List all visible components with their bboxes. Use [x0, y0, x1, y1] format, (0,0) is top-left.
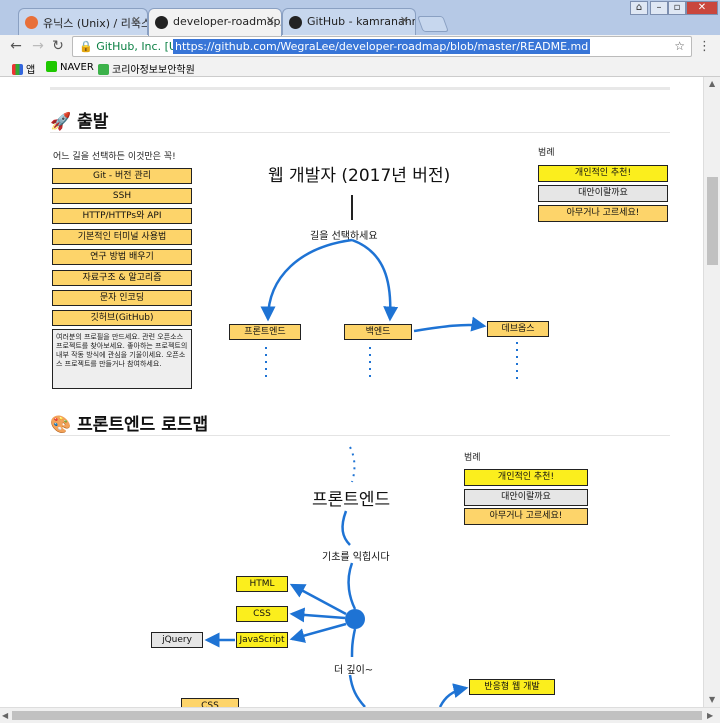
arrow-js	[289, 622, 347, 643]
javascript-item: JavaScript	[236, 632, 288, 648]
maximize-button[interactable]: ▫	[668, 1, 686, 15]
back-icon[interactable]: ←	[10, 38, 22, 54]
dots-top	[349, 446, 356, 483]
bookmark-korea-security[interactable]: 코리아정보보안학원	[98, 61, 195, 76]
arrow-html	[289, 583, 347, 616]
secure-badge[interactable]: 🔒 GitHub, Inc. [US]	[79, 40, 189, 53]
legend-title: 범례	[464, 453, 481, 463]
legend-alternative: 대안이랄까요	[538, 185, 668, 202]
legend-alternative: 대안이랄까요	[464, 489, 588, 506]
path-devops: 데브옵스	[487, 321, 549, 337]
close-tab-icon[interactable]: ✕	[265, 14, 275, 27]
close-window-button[interactable]: ✕	[686, 1, 718, 15]
tab-label: GitHub - kamranahmed	[307, 15, 415, 28]
line-to-hub	[347, 562, 357, 610]
tab-label: 유닉스 (Unix) / 리눅스	[43, 17, 148, 30]
path-backend: 백엔드	[344, 324, 412, 340]
path-frontend: 프론트엔드	[229, 324, 301, 340]
bookmark-naver[interactable]: NAVER	[46, 61, 94, 73]
arrow-responsive	[438, 683, 469, 707]
tab-unix[interactable]: 유닉스 (Unix) / 리눅스 ✕	[18, 8, 148, 36]
tab-readme[interactable]: developer-roadmap/REA ✕	[148, 8, 282, 36]
arrow-devops	[413, 316, 487, 333]
legend-personal: 개인적인 추천!	[464, 469, 588, 486]
line-deeper-down	[348, 674, 366, 707]
site-favicon-icon	[25, 16, 38, 29]
roadmap-connectors	[204, 195, 518, 707]
bookmark-apps[interactable]: 앱	[12, 61, 35, 76]
reload-icon[interactable]: ↻	[52, 38, 64, 54]
hub-node	[345, 609, 365, 629]
page-content: 🚀 출발 어느 길을 선택하든 이것만은 꼭! Git - 버전 관리 SSH …	[0, 77, 703, 707]
url-text[interactable]: https://github.com/WegraLee/developer-ro…	[173, 39, 591, 54]
rocket-icon: 🚀	[50, 112, 78, 132]
basic-item: Git - 버전 관리	[52, 168, 192, 184]
basic-item: 깃허브(GitHub)	[52, 310, 192, 326]
legend-personal: 개인적인 추천!	[538, 165, 668, 182]
tab-strip: 유닉스 (Unix) / 리눅스 ✕ developer-roadmap/REA…	[0, 0, 720, 36]
address-bar[interactable]: 🔒 GitHub, Inc. [US] https://github.com/W…	[72, 36, 692, 57]
tab-github[interactable]: GitHub - kamranahmed ✕	[282, 8, 416, 36]
github-note: 여러분의 프로필을 만드세요. 관련 오픈소스 프로젝트를 찾아보세요. 좋아하…	[52, 329, 192, 389]
heading-rule	[50, 132, 670, 133]
legend-title: 범례	[538, 148, 555, 158]
new-tab-button[interactable]	[417, 16, 449, 32]
palette-icon: 🎨	[50, 415, 78, 435]
choose-path-label: 길을 선택하세요	[310, 231, 378, 242]
github-icon	[289, 16, 302, 29]
site-icon	[98, 64, 109, 75]
line-to-basics	[341, 510, 351, 546]
section-heading-start: 🚀 출발	[50, 112, 109, 132]
github-icon	[155, 16, 168, 29]
horizontal-scroll-thumb[interactable]	[12, 711, 702, 720]
basic-item: 기본적인 터미널 사용법	[52, 229, 192, 245]
tab-label: developer-roadmap/REA	[173, 15, 281, 28]
naver-icon	[46, 61, 57, 72]
toolbar: ← → ↻ 🔒 GitHub, Inc. [US] https://github…	[0, 35, 720, 59]
section-heading-frontend: 🎨 프론트엔드 로드맵	[50, 415, 209, 435]
close-tab-icon[interactable]: ✕	[131, 14, 141, 27]
css-item: CSS	[236, 606, 288, 622]
basic-item: SSH	[52, 188, 192, 204]
deeper-label: 더 깊이~	[334, 665, 374, 676]
legend-any: 아무거나 고르세요!	[464, 508, 588, 525]
css-advanced-item: CSS	[181, 698, 239, 707]
html-item: HTML	[236, 576, 288, 592]
minimize-button[interactable]: –	[650, 1, 668, 15]
bookmarks-bar: 앱 NAVER 코리아정보보안학원	[0, 59, 720, 77]
arrow-frontend	[260, 238, 353, 322]
basic-item: 연구 방법 배우기	[52, 249, 192, 265]
user-button[interactable]: ⌂	[630, 1, 648, 15]
arrow-backend	[351, 238, 399, 322]
horizontal-scrollbar[interactable]: ◀ ▶	[0, 707, 720, 723]
basic-item: 문자 인코딩	[52, 290, 192, 306]
basic-item: HTTP/HTTPs와 API	[52, 208, 192, 224]
responsive-item: 반응형 웹 개발	[469, 679, 555, 695]
roadmap-title: 웹 개발자 (2017년 버전)	[268, 166, 451, 186]
vertical-scrollbar[interactable]: ▲ ▼	[703, 77, 720, 707]
legend-any: 아무거나 고르세요!	[538, 205, 668, 222]
basic-item: 자료구조 & 알고리즘	[52, 270, 192, 286]
forward-icon[interactable]: →	[32, 38, 44, 54]
frontend-title: 프론트엔드	[312, 490, 391, 510]
learn-basics-label: 기초를 익힙시다	[322, 552, 390, 563]
apps-icon	[12, 64, 23, 75]
bookmark-star-icon[interactable]: ☆	[674, 39, 685, 53]
jquery-item: jQuery	[151, 632, 203, 648]
intro-text: 어느 길을 선택하든 이것만은 꼭!	[53, 152, 176, 162]
line-to-deeper	[350, 628, 357, 658]
close-tab-icon[interactable]: ✕	[399, 14, 409, 27]
heading-rule	[50, 435, 670, 436]
divider	[50, 87, 670, 90]
menu-icon[interactable]: ⋮	[698, 39, 711, 54]
vertical-scroll-thumb[interactable]	[707, 177, 718, 265]
arrow-css	[289, 607, 346, 623]
